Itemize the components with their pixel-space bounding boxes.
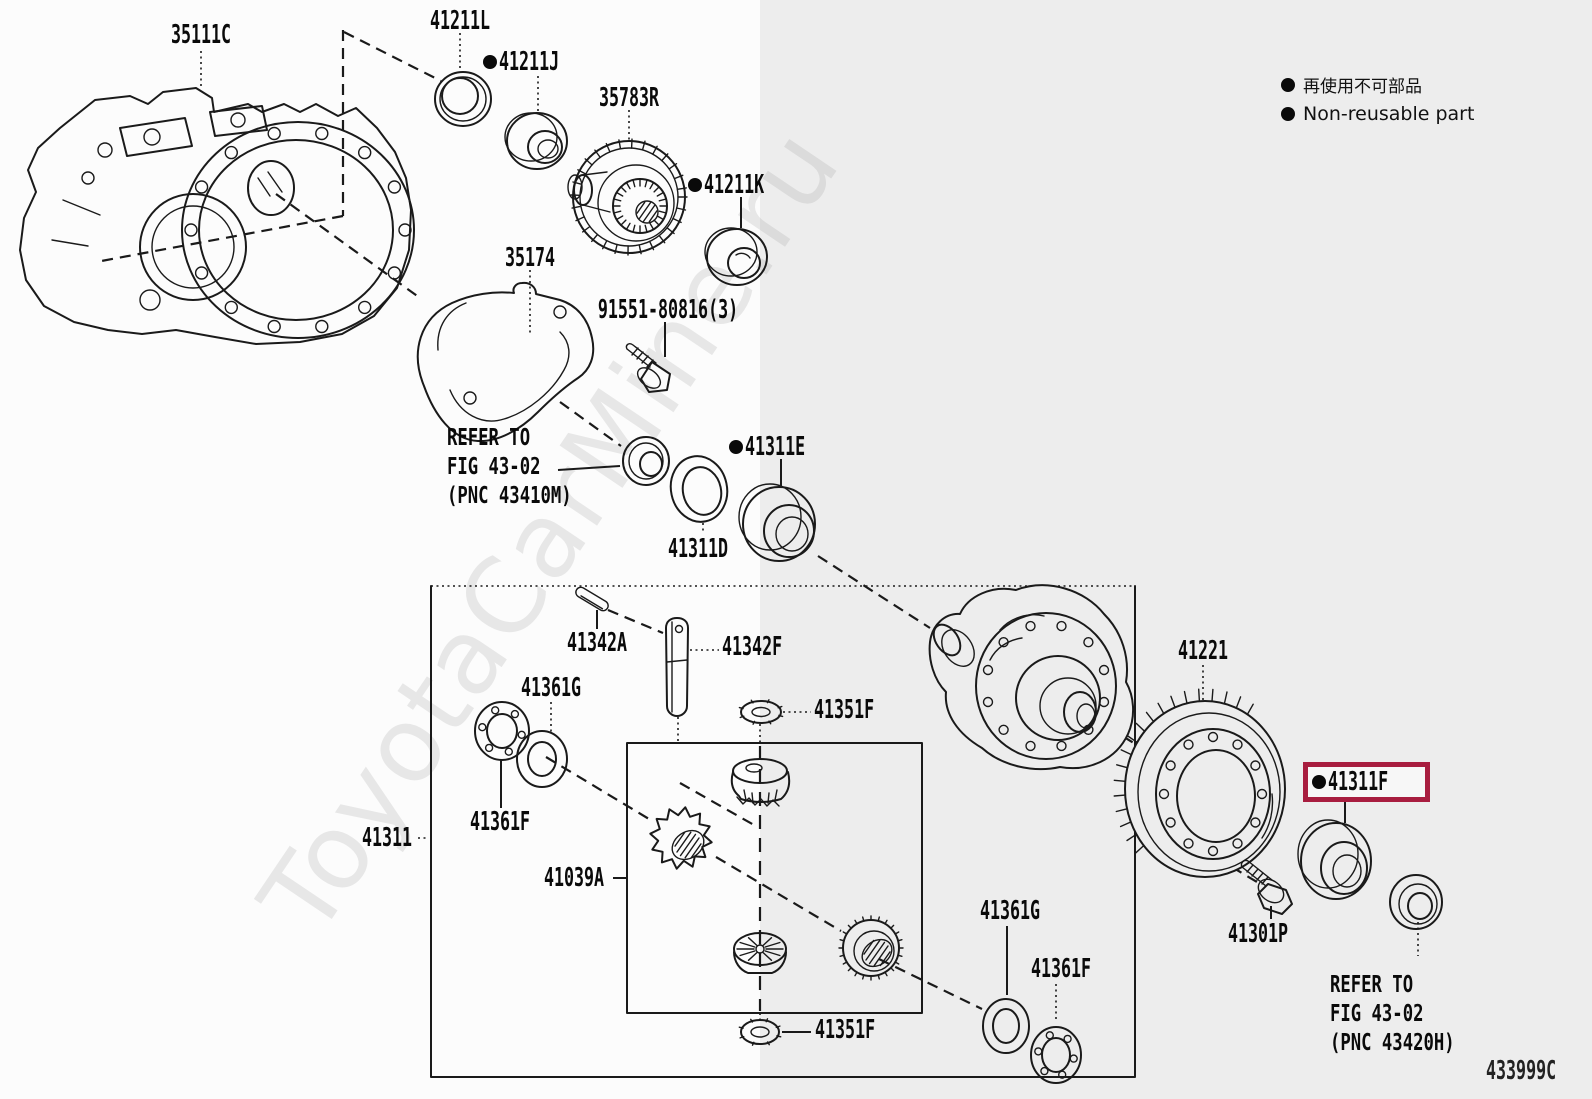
drawing-washer-41361F-right [1030,1026,1082,1084]
part-label-41221-16[interactable]: 41221 [1164,638,1242,664]
drawing-side-gear-right [838,915,904,981]
part-number-text: 91551-80816(3) [597,295,739,325]
part-number-text: 41211J [499,47,560,77]
drawing-washer-41361F-left [474,701,530,761]
drawing-side-gear-41039A [649,806,713,870]
part-number-text: 41221 [1177,636,1229,666]
part-number-text: 41342F [722,632,783,662]
part-label-41211K-4[interactable]: 41211K [688,172,798,198]
legend-row-jp: 再使用不可部品 [1281,72,1474,97]
drawing-bottom-spider-gear [733,932,787,974]
part-label-41311F-17[interactable]: 41311F [1303,762,1430,802]
non-reusable-dot-icon [729,440,743,454]
part-label-41211J-2[interactable]: 41211J [483,49,593,75]
part-label-41039A-15[interactable]: 41039A [527,865,621,891]
part-number-text: 41361G [979,896,1041,926]
construction-lines [95,30,1258,1011]
drawing-washer-41361G-left [516,730,568,788]
part-label-41351F-11[interactable]: 41351F [814,697,908,723]
part-number-text: 35783R [598,83,660,113]
drawing-cover-35174 [416,281,595,443]
part-number-text: 41361F [1030,954,1092,984]
part-number-text: 41301P [1227,919,1289,949]
non-reusable-dot-icon [1312,775,1326,789]
part-number-text: 41211K [704,170,765,200]
part-label-41351F-21[interactable]: 41351F [815,1017,909,1043]
part-label-41342F-10[interactable]: 41342F [722,634,816,660]
part-label-41211L-1[interactable]: 41211L [413,8,507,34]
part-label-41342A-9[interactable]: 41342A [550,630,644,656]
part-number-text: 41351F [814,695,875,725]
non-reusable-dot-icon [483,55,497,69]
part-number-text: 41311E [745,432,806,462]
part-label-41361F-13[interactable]: 41361F [453,809,547,835]
drawing-washer-41351F-upper [738,699,784,725]
part-number-text: 41351F [815,1015,876,1045]
part-label-41311D-8[interactable]: 41311D [651,536,745,562]
part-label-41311E-7[interactable]: 41311E [729,434,839,460]
drawing-bolt-41301P [1240,859,1293,915]
part-number-text: 41039A [543,863,605,893]
part-number-text: 41342A [566,628,628,658]
part-number-text: 41211L [429,6,491,36]
part-number-text: 41361F [469,807,531,837]
part-number-text: 41311F [1328,767,1389,797]
drawing-seal-41211L [434,71,492,127]
drawing-seal-43420H [1389,874,1443,930]
drawing-bolt-91551 [625,343,671,393]
drawing-washer-41351F-bottom [738,1018,782,1046]
part-number-text: 41311 [361,823,413,853]
part-number-text: 35111C [170,20,232,50]
part-label-41301P-18[interactable]: 41301P [1211,921,1305,947]
legend: 再使用不可部品 Non-reusable part [1281,72,1474,131]
assembly-box-inner [626,742,923,1014]
part-label-35783R-3[interactable]: 35783R [582,85,676,111]
part-number-text: 35174 [504,243,556,273]
background-right-panel [760,0,1592,1099]
figure-code: 433999C [1486,1056,1557,1086]
non-reusable-dot-icon [688,178,702,192]
part-label-41361F-20[interactable]: 41361F [1014,956,1108,982]
leader-lines [200,33,1419,1033]
drawing-top-spider-gear [730,758,791,807]
drawing-bearing-41311F [1297,819,1372,900]
part-number-text: 41361G [520,673,582,703]
drawing-bearing-41211J [504,112,568,170]
drawing-transaxle-case [19,87,415,345]
legend-row-en: Non-reusable part [1281,103,1474,125]
legend-jp-label: 再使用不可部品 [1303,77,1422,97]
legend-en-label: Non-reusable part [1303,103,1475,125]
part-label-41361G-12[interactable]: 41361G [504,675,598,701]
drawing-bearing-41311E [738,483,816,562]
part-label-41361G-19[interactable]: 41361G [963,898,1057,924]
drawing-pin-41342A [575,586,609,612]
non-reusable-dot-icon [1281,107,1295,121]
drawing-seal-43410M [622,436,670,486]
drawing-race-41311D [669,455,729,523]
part-label-35111C-0[interactable]: 35111C [154,22,248,48]
drawing-final-gear-35783R [567,138,688,256]
part-label-91551-80816(3)-6[interactable]: 91551-80816(3) [558,297,777,323]
drawing-differential-case [928,584,1134,771]
drawing-washer-41361G-right [982,998,1030,1054]
drawing-pinion-shaft-41342F [665,617,689,717]
drawing-bearing-41211K [704,227,768,286]
part-label-41311-14[interactable]: 41311 [348,825,426,851]
drawing-ring-gear-41221 [1113,688,1286,878]
part-number-text: 41311D [667,534,729,564]
part-label-35174-5[interactable]: 35174 [491,245,569,271]
non-reusable-dot-icon [1281,77,1295,92]
